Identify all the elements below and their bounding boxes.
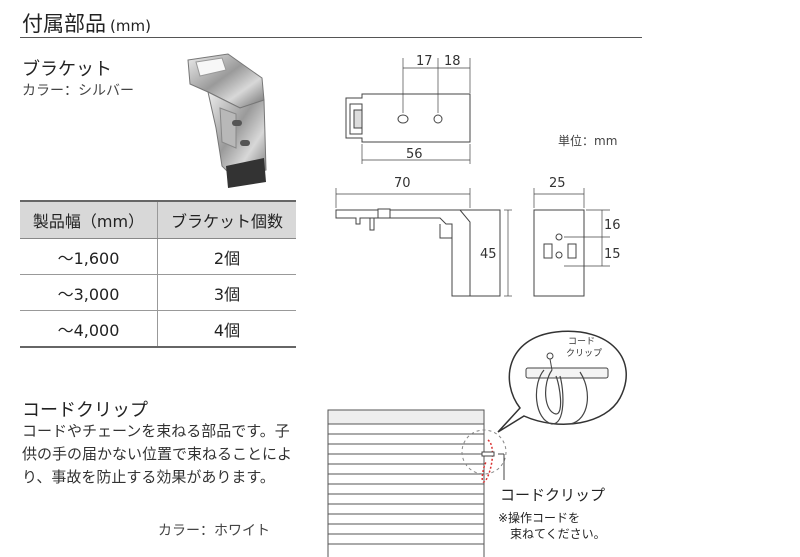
width-cell: ～4,000 bbox=[20, 310, 158, 348]
width-cell: ～3,000 bbox=[20, 274, 158, 311]
bracket-photo bbox=[187, 53, 267, 188]
callout-label-line1: コード bbox=[568, 337, 595, 347]
top-view-drawing bbox=[345, 58, 471, 164]
title-divider bbox=[20, 37, 642, 38]
dim-upper-gap: 16 bbox=[604, 218, 621, 233]
count-cell: 3個 bbox=[156, 274, 296, 311]
cord-clip-illustration: コード クリップ コードクリップ ※操作コードを 束ねてください。 bbox=[327, 330, 627, 557]
count-cell: 2個 bbox=[156, 238, 296, 275]
cord-clip-note-line1: ※操作コードを bbox=[498, 510, 580, 525]
header-bracket-count: ブラケット個数 bbox=[156, 200, 296, 239]
cord-clip-note-line2: 束ねてください。 bbox=[510, 527, 606, 541]
bracket-heading: ブラケット bbox=[22, 59, 112, 80]
dim-front-width: 25 bbox=[549, 176, 566, 191]
width-cell: ～1,600 bbox=[20, 238, 158, 275]
count-cell: 4個 bbox=[156, 310, 296, 348]
table-row: ～3,000 3個 bbox=[20, 274, 296, 311]
dim-hole-b: 18 bbox=[444, 54, 461, 69]
side-view-drawing bbox=[335, 188, 512, 297]
table-row: ～1,600 2個 bbox=[20, 238, 296, 275]
callout-bubble bbox=[497, 330, 627, 433]
unit-note: 単位：mm bbox=[558, 134, 618, 148]
cord-clip-small bbox=[481, 451, 495, 457]
dim-side-length: 70 bbox=[394, 176, 411, 191]
page-title-unit: (mm) bbox=[110, 17, 151, 35]
bracket-color-label: カラー：シルバー bbox=[22, 83, 134, 99]
cord-clip-description: コードやチェーンを束ねる部品です。子供の手の届かない位置で束ねることにより、事故… bbox=[22, 422, 293, 486]
dim-height: 45 bbox=[480, 247, 497, 262]
page-title: 付属部品(mm) bbox=[22, 8, 151, 38]
cord-clip-heading: コードクリップ bbox=[22, 400, 148, 421]
dim-lower-gap: 15 bbox=[604, 247, 621, 262]
cord-clip-color-label: カラー：ホワイト bbox=[158, 523, 270, 539]
table-row: ～4,000 4個 bbox=[20, 310, 296, 348]
header-product-width: 製品幅（mm） bbox=[20, 200, 158, 239]
front-view-drawing bbox=[533, 188, 610, 297]
dim-hole-a: 17 bbox=[416, 54, 433, 69]
page-title-text: 付属部品 bbox=[22, 12, 106, 36]
dim-top-width: 56 bbox=[406, 147, 423, 162]
table-header-row: 製品幅（mm） ブラケット個数 bbox=[20, 200, 296, 239]
callout-label-line2: クリップ bbox=[566, 348, 602, 359]
blind-drawing bbox=[327, 409, 485, 557]
cord-red-path bbox=[481, 439, 494, 483]
cord-clip-label: コードクリップ bbox=[500, 486, 605, 504]
bracket-technical-drawing: 17 18 56 70 45 25 16 15 bbox=[335, 54, 621, 297]
callout-clip-rail bbox=[525, 367, 609, 379]
bracket-count-table: 製品幅（mm） ブラケット個数 ～1,600 2個 ～3,000 3個 ～4,0… bbox=[20, 200, 296, 348]
zoom-circle bbox=[461, 429, 507, 475]
